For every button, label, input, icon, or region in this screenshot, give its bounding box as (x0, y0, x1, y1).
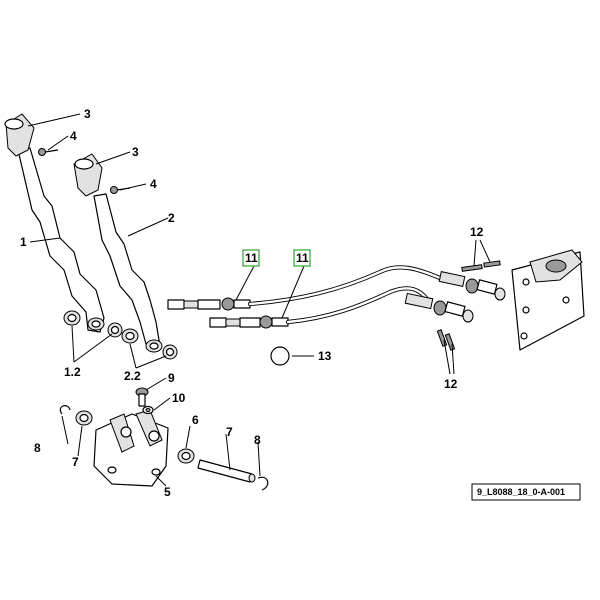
knob-3-left (4, 113, 35, 157)
callout-2: 2 (168, 211, 175, 225)
callout-12-bottom: 12 (444, 377, 458, 391)
washer-10 (142, 405, 154, 415)
callout-3-left: 3 (84, 107, 91, 121)
callout-11-lower: 11 (296, 251, 309, 265)
lever-1 (17, 147, 105, 333)
cable-11-upper (167, 265, 443, 311)
clip-8-left (59, 405, 71, 415)
screw-4-left (38, 148, 59, 156)
clip-8-right (257, 476, 269, 491)
drawing-ref: 9_L8088_18_0-A-001 (477, 487, 565, 497)
callout-7-right: 7 (226, 425, 233, 439)
knob-3-right (73, 153, 103, 197)
callout-13: 13 (318, 349, 332, 363)
bushing-1-2 (63, 310, 123, 338)
pin-7 (197, 459, 256, 483)
callout-11-upper: 11 (245, 251, 258, 265)
callout-5: 5 (164, 485, 171, 499)
callout-8-right: 8 (254, 433, 261, 447)
gearbox-bracket (511, 249, 585, 351)
callout-12-top: 12 (470, 225, 484, 239)
callout-10: 10 (172, 391, 186, 405)
washer-13 (270, 346, 290, 366)
callout-6: 6 (192, 413, 199, 427)
cable-ends (404, 271, 506, 323)
callout-1: 1 (20, 235, 27, 249)
callout-7-left: 7 (72, 455, 79, 469)
bushing-6 (177, 448, 195, 464)
cable-11-lower (209, 286, 431, 329)
lever-2 (93, 193, 163, 353)
callout-2-2: 2.2 (124, 369, 141, 383)
callout-11-upper-box (242, 249, 260, 267)
bracket-5 (93, 409, 169, 487)
callout-11-lower-box (293, 249, 311, 267)
callout-4-right: 4 (150, 177, 157, 191)
callout-9: 9 (168, 371, 175, 385)
callout-1-2: 1.2 (64, 365, 81, 379)
drawing-ref-box (471, 483, 581, 501)
leader-lines (27, 113, 491, 487)
callout-4-left: 4 (70, 129, 77, 143)
bushing-7-left (75, 410, 93, 426)
bushing-2-2 (121, 328, 178, 360)
callout-3-right: 3 (132, 145, 139, 159)
callout-8-left: 8 (34, 441, 41, 455)
bolt-9 (135, 387, 149, 407)
